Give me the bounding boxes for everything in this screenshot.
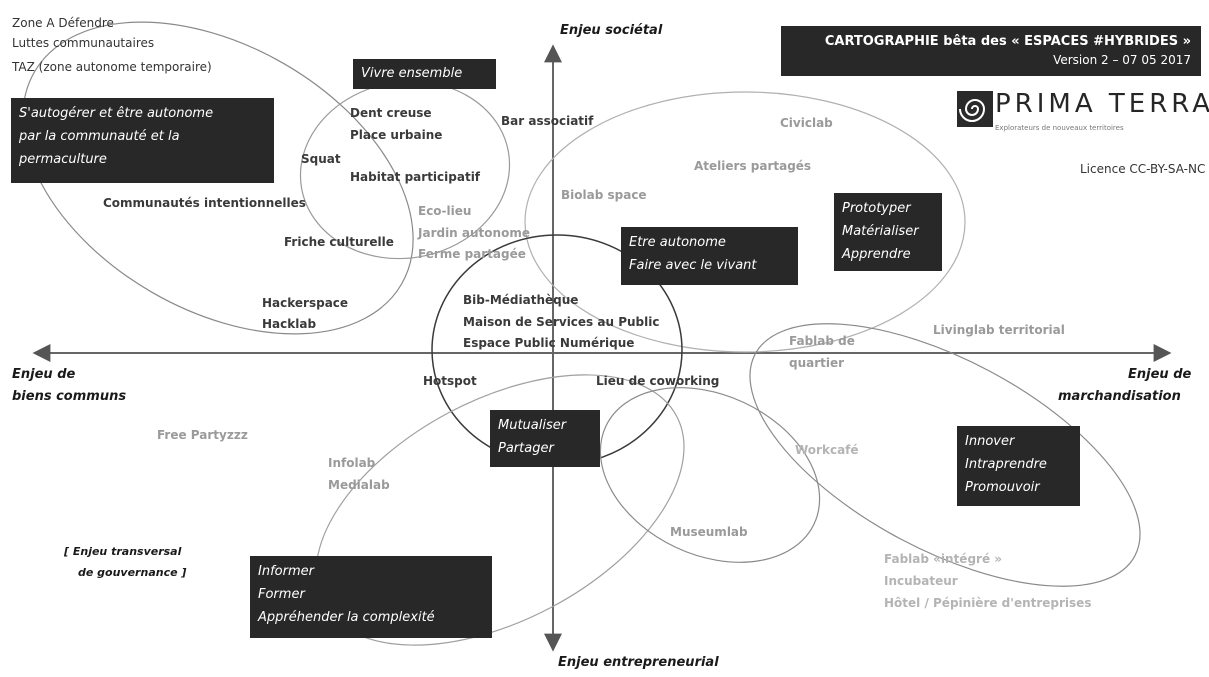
box-mutualiser: Mutualiser Partager: [490, 410, 600, 467]
box-mutualiser-line-2: Partager: [498, 441, 554, 456]
label-incubateur: Incubateur: [884, 574, 958, 588]
box-etre-autonome-line-1: Etre autonome: [629, 235, 726, 250]
title-box: CARTOGRAPHIE bêta des « ESPACES #HYBRIDE…: [781, 26, 1201, 76]
label-zad: Zone A Défendre: [12, 16, 114, 30]
label-livinglab: Livinglab territorial: [933, 323, 1065, 337]
label-hacklab: Hacklab: [262, 317, 317, 331]
axis-label-right-2: marchandisation: [1058, 389, 1181, 404]
label-dent-creuse: Dent creuse: [350, 106, 432, 120]
box-prototyper: Prototyper Matérialiser Apprendre: [834, 193, 942, 271]
axis-label-left-2: biens communs: [12, 389, 127, 404]
label-workcafe: Workcafé: [795, 443, 859, 457]
axis-label-left-1: Enjeu de: [12, 367, 76, 382]
box-mutualiser-line-1: Mutualiser: [498, 418, 567, 433]
label-msap: Maison de Services au Public: [463, 315, 660, 329]
box-prototyper-line-1: Prototyper: [842, 201, 911, 216]
label-fablab-quartier-1: Fablab de: [789, 334, 855, 348]
box-autogerer-line-3: permaculture: [19, 152, 107, 167]
box-vivre-ensemble-line-1: Vivre ensemble: [361, 66, 463, 81]
label-place-urbaine: Place urbaine: [350, 128, 443, 142]
axis-label-bottom: Enjeu entrepreneurial: [558, 655, 719, 670]
note-line-1: [ Enjeu transversal: [64, 545, 182, 558]
box-informer-line-3: Appréhender la complexité: [258, 610, 435, 625]
label-bar-associatif: Bar associatif: [501, 114, 594, 128]
box-innover: Innover Intraprendre Promouvoir: [957, 426, 1080, 506]
zone-innover: [749, 323, 1141, 587]
label-civiclab: Civiclab: [780, 116, 833, 130]
box-innover-line-2: Intraprendre: [965, 457, 1047, 472]
box-etre-autonome: Etre autonome Faire avec le vivant: [621, 227, 798, 285]
license-text: Licence CC-BY-SA-NC: [1080, 162, 1206, 176]
title-main: CARTOGRAPHIE bêta des « ESPACES #HYBRIDE…: [824, 34, 1191, 49]
label-bib: Bib-Médiathèque: [463, 293, 579, 307]
label-hotel: Hôtel / Pépinière d'entreprises: [884, 596, 1092, 610]
box-informer-line-1: Informer: [258, 564, 314, 579]
label-friche: Friche culturelle: [284, 235, 394, 249]
box-autogerer-line-2: par la communauté et la: [19, 129, 180, 144]
note-line-2: de gouvernance ]: [78, 566, 187, 579]
box-prototyper-line-3: Apprendre: [842, 247, 911, 262]
box-innover-line-1: Innover: [965, 434, 1015, 449]
label-hackerspace: Hackerspace: [262, 296, 349, 310]
box-prototyper-line-2: Matérialiser: [842, 224, 919, 239]
label-coworking: Lieu de coworking: [596, 374, 720, 388]
zone-museumlab: [599, 387, 821, 563]
label-fablab-integre: Fablab «intégré »: [884, 552, 1003, 566]
zone-autogestion: [22, 21, 414, 335]
label-ateliers: Ateliers partagés: [694, 159, 812, 173]
label-habitat: Habitat participatif: [350, 170, 481, 184]
label-medialab: Medialab: [328, 478, 390, 492]
label-hotspot: Hotspot: [423, 374, 477, 388]
axis-label-top: Enjeu sociétal: [560, 23, 663, 38]
label-infolab: Infolab: [328, 456, 376, 470]
label-free-party: Free Partyzzz: [157, 428, 248, 442]
label-jardin: Jardin autonome: [418, 226, 530, 240]
logo-tagline: Explorateurs de nouveaux territoires: [995, 124, 1124, 132]
box-informer-line-2: Former: [258, 587, 305, 602]
label-fablab-quartier-2: quartier: [789, 356, 845, 370]
spiral-icon: [959, 99, 986, 122]
box-innover-line-3: Promouvoir: [965, 480, 1040, 495]
axis-label-right-1: Enjeu de: [1128, 367, 1192, 382]
label-communautes: Communautés intentionnelles: [103, 196, 306, 210]
box-autogerer-line-1: S'autogérer et être autonome: [19, 106, 214, 121]
prima-terra-logo: [957, 91, 993, 127]
title-version: Version 2 – 07 05 2017: [1053, 53, 1191, 67]
label-luttes: Luttes communautaires: [12, 36, 155, 50]
box-autogerer: S'autogérer et être autonome par la comm…: [11, 98, 274, 183]
label-epn: Espace Public Numérique: [463, 336, 635, 350]
box-etre-autonome-line-2: Faire avec le vivant: [629, 258, 757, 273]
zone-prototyper: [524, 91, 966, 353]
logo-name: PRIMA TERRA: [995, 89, 1209, 119]
label-ferme: Ferme partagée: [418, 247, 526, 261]
label-biolab: Biolab space: [561, 188, 647, 202]
label-squat: Squat: [301, 152, 341, 166]
label-museumlab: Museumlab: [670, 525, 748, 539]
box-informer: Informer Former Appréhender la complexit…: [250, 556, 492, 638]
label-taz: TAZ (zone autonome temporaire): [12, 60, 212, 74]
box-vivre-ensemble: Vivre ensemble: [353, 59, 496, 89]
label-eco-lieu: Eco-lieu: [418, 204, 472, 218]
